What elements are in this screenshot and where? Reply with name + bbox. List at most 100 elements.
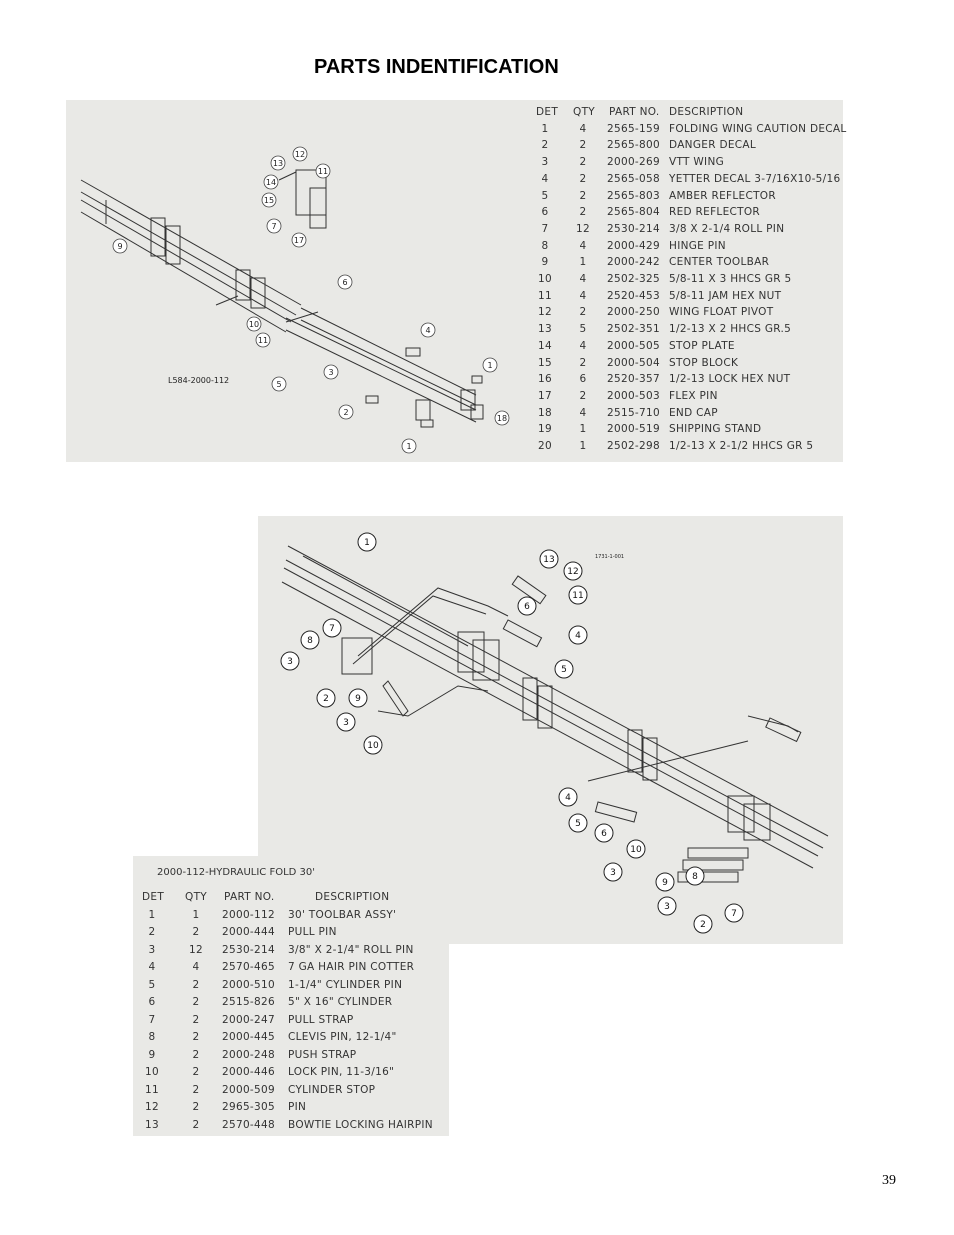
callout-10: [363, 735, 383, 755]
cell-det: 9: [541, 256, 549, 269]
cell-part-no: 2000-112: [222, 908, 275, 921]
callout-label: 9: [117, 242, 122, 251]
cell-part-no: 2000-269: [607, 156, 660, 169]
callout-16: [261, 192, 277, 208]
diagram2-caption: 2000-112-HYDRAULIC FOLD 30': [157, 867, 316, 878]
cell-part-no: 2000-247: [222, 1013, 275, 1026]
callout-label: 9: [355, 694, 361, 704]
callout-label: 11: [258, 336, 268, 345]
page-title: PARTS INDENTIFICATION: [314, 56, 559, 78]
cell-qty: 4: [579, 239, 587, 252]
cell-qty: 4: [579, 289, 587, 302]
cell-description: AMBER REFLECTOR: [669, 189, 776, 202]
cell-part-no: 2565-058: [607, 172, 660, 185]
cell-qty: 2: [579, 356, 587, 369]
callout-label: 3: [664, 902, 670, 912]
callout-10: [246, 316, 262, 332]
cell-qty: 6: [579, 373, 587, 386]
callout-11: [255, 332, 271, 348]
diagram1-drawing: 12 13 11 14 15 7 17 9 6 10 11 4 1 3 5 2 …: [80, 146, 510, 454]
cell-qty: 1: [192, 908, 200, 921]
cell-det: 12: [145, 1101, 159, 1113]
cell-qty: 2: [579, 172, 587, 185]
cell-qty: 2: [192, 1118, 200, 1131]
cell-det: 6: [541, 206, 549, 219]
cell-part-no: 2520-357: [607, 373, 660, 386]
callout-12: [315, 163, 331, 179]
cell-description: PULL STRAP: [288, 1013, 354, 1026]
cell-description: 1/2-13 LOCK HEX NUT: [669, 373, 791, 386]
callout-9b: [655, 872, 675, 892]
cell-part-no: 2530-214: [222, 943, 275, 956]
callout-5b: [568, 813, 588, 833]
callout-7: [322, 618, 342, 638]
cell-description: 3/8 X 2-1/4 ROLL PIN: [669, 222, 785, 235]
cell-qty: 2: [192, 1031, 200, 1043]
cell-part-no: 2502-298: [607, 440, 660, 452]
callout-label: 13: [543, 555, 554, 565]
cell-description: FOLDING WING CAUTION DECAL: [669, 122, 847, 135]
callout-label: 14: [266, 178, 276, 187]
cell-part-no: 2565-800: [607, 139, 660, 152]
callout-1b: [401, 438, 417, 454]
diagram2-drawing: 1 13 12 11 6 7 4 8 3 5 2 9 3 10 4 5 6 10…: [280, 532, 829, 934]
cell-det: 2: [541, 139, 549, 152]
cell-description: 3/8" X 2-1/4" ROLL PIN: [288, 943, 414, 956]
cell-description: VTT WING: [669, 156, 725, 169]
cell-det: 13: [145, 1118, 159, 1131]
cell-description: 5/8-11 X 3 HHCS GR 5: [669, 273, 792, 285]
cell-description: DANGER DECAL: [669, 139, 757, 152]
callout-label: 6: [342, 278, 347, 287]
cell-det: 13: [538, 323, 552, 336]
header-det: DET: [536, 106, 559, 118]
callout-2: [338, 404, 354, 420]
cell-part-no: 2965-305: [222, 1101, 275, 1113]
cell-description: WING FLOAT PIVOT: [669, 306, 774, 319]
callout-1: [357, 532, 377, 552]
cell-det: 7: [541, 222, 549, 235]
drawing-number: 1731-1-001: [595, 554, 624, 560]
callout-label: 3: [343, 718, 349, 728]
cell-qty: 2: [192, 1013, 200, 1026]
cell-qty: 12: [189, 943, 203, 956]
callout-label: 1: [487, 361, 492, 370]
callout-label: 7: [329, 624, 335, 634]
cell-part-no: 2000-510: [222, 978, 275, 991]
cell-part-no: 2515-826: [222, 996, 275, 1008]
callout-15: [263, 174, 279, 190]
callout-label: 4: [565, 793, 571, 803]
cell-qty: 2: [192, 1083, 200, 1096]
cell-det: 12: [538, 306, 552, 319]
cell-description: 7 GA HAIR PIN COTTER: [288, 961, 415, 973]
cell-description: 1/2-13 X 2 HHCS GR.5: [669, 323, 792, 336]
cell-description: PIN: [288, 1101, 307, 1113]
callout-label: 15: [264, 196, 274, 205]
diagram2-table-panel: [133, 856, 449, 1136]
cell-det: 9: [148, 1048, 156, 1061]
callout-label: 8: [692, 872, 698, 882]
callout-12: [563, 561, 583, 581]
cell-det: 18: [538, 406, 552, 419]
cell-qty: 4: [579, 406, 587, 419]
cell-description: YETTER DECAL 3-7/16X10-5/16: [669, 172, 841, 185]
cell-det: 11: [538, 289, 552, 302]
cell-qty: 2: [192, 926, 200, 938]
cell-part-no: 2565-159: [607, 122, 660, 135]
callout-6: [517, 596, 537, 616]
cell-qty: 2: [192, 1066, 200, 1078]
cell-qty: 2: [192, 1048, 200, 1061]
cell-qty: 2: [192, 996, 200, 1008]
page-number: 39: [882, 1173, 896, 1188]
cell-det: 20: [538, 440, 552, 452]
cell-det: 1: [148, 908, 156, 921]
cell-qty: 5: [579, 323, 587, 336]
cell-part-no: 2000-445: [222, 1031, 275, 1043]
cell-det: 4: [541, 172, 549, 185]
cell-description: PULL PIN: [288, 926, 337, 938]
cell-description: CLEVIS PIN, 12-1/4": [288, 1031, 397, 1043]
cell-qty: 4: [579, 339, 587, 352]
cell-part-no: 2000-429: [607, 239, 660, 252]
callout-label: 11: [572, 591, 583, 601]
cell-det: 10: [538, 273, 552, 285]
